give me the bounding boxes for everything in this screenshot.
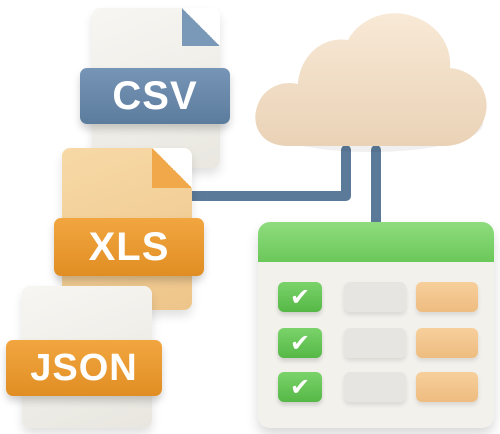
xls-label: XLS	[54, 218, 204, 276]
sheet-row: ✔	[278, 282, 478, 312]
sheet-row: ✔	[278, 372, 478, 402]
sheet-cell	[344, 372, 406, 402]
checkmark-icon: ✔	[278, 328, 322, 358]
json-label: JSON	[6, 340, 162, 396]
cloud-icon	[255, 13, 487, 152]
page-fold	[152, 148, 192, 188]
sheet-header	[258, 222, 494, 262]
spreadsheet-icon: ✔ ✔ ✔	[258, 222, 494, 428]
checkmark-icon: ✔	[278, 372, 322, 402]
sheet-cell	[416, 328, 478, 358]
sheet-row: ✔	[278, 328, 478, 358]
csv-label: CSV	[80, 68, 230, 124]
sheet-cell	[344, 282, 406, 312]
page-fold	[182, 8, 220, 46]
sheet-cell	[416, 372, 478, 402]
sheet-cell	[344, 328, 406, 358]
sheet-cell	[416, 282, 478, 312]
checkmark-icon: ✔	[278, 282, 322, 312]
